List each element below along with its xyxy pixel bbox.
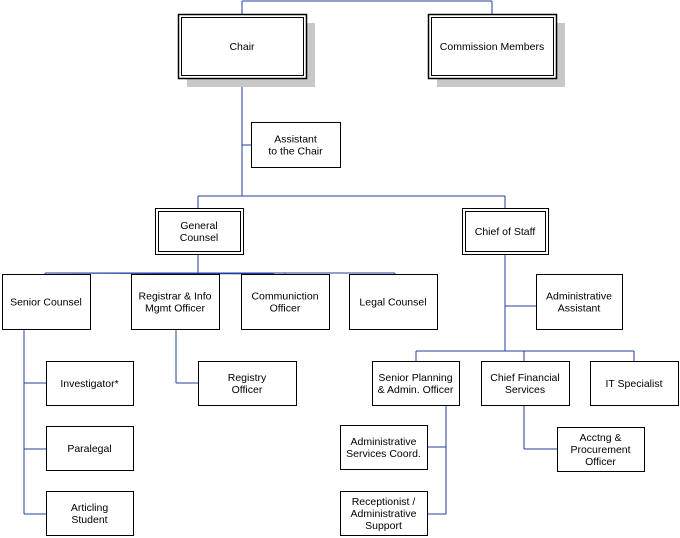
org-box-it: IT Specialist <box>590 361 679 406</box>
box-frame <box>241 274 330 330</box>
box-frame <box>536 274 623 330</box>
org-box-commission: Commission Members <box>427 13 565 87</box>
box-label: Procurement <box>570 444 630 456</box>
box-label: General <box>180 220 217 232</box>
box-frame <box>131 274 220 330</box>
box-label: Administrative <box>351 508 417 520</box>
org-box-chief-of-staff: Chief of Staff <box>462 208 549 255</box>
box-label: Commission Members <box>440 41 544 53</box>
box-label: Services <box>505 384 545 396</box>
box-label: Communiction <box>251 291 318 303</box>
box-frame <box>427 13 558 80</box>
box-label: Administrative <box>546 291 612 303</box>
box-frame <box>46 361 134 406</box>
box-label: Articling <box>71 502 109 514</box>
org-box-investigator: Investigator* <box>46 361 134 406</box>
box-label: & Admin. Officer <box>378 384 454 396</box>
box-label: Investigator* <box>60 378 118 390</box>
box-label: Legal Counsel <box>359 297 426 309</box>
org-box-legal-counsel: Legal Counsel <box>349 274 438 330</box>
box-frame <box>462 208 549 255</box>
box-label: Officer <box>585 456 616 468</box>
box-label: Paralegal <box>67 443 111 455</box>
box-label: Officer <box>270 303 301 315</box>
org-box-senior-planning: Senior Planning& Admin. Officer <box>372 361 460 406</box>
box-label: Registry <box>228 372 267 384</box>
box-inner-frame <box>181 17 304 76</box>
box-frame <box>372 361 460 406</box>
box-label: Administrative <box>351 436 417 448</box>
box-label: Counsel <box>180 232 219 244</box>
connector-lines <box>23 0 635 515</box>
box-frame <box>46 426 134 471</box>
box-label: Senior Planning <box>378 372 452 384</box>
box-label: IT Specialist <box>606 378 663 390</box>
box-frame <box>155 208 244 255</box>
box-frame <box>340 491 428 536</box>
box-label: Chief of Staff <box>475 226 536 238</box>
box-frame <box>177 13 308 80</box>
org-box-paralegal: Paralegal <box>46 426 134 471</box>
box-label: to the Chair <box>268 146 323 158</box>
box-frame <box>340 425 428 470</box>
box-inner-frame <box>465 211 546 252</box>
box-label: Acctng & <box>579 432 621 444</box>
box-frame <box>46 491 134 536</box>
box-label: Services Coord. <box>346 448 421 460</box>
box-frame <box>557 427 645 472</box>
box-frame <box>590 361 679 406</box>
box-label: Student <box>71 514 107 526</box>
box-label: Receptionist / <box>352 496 416 508</box>
box-frame <box>198 361 297 406</box>
box-frame <box>481 361 570 406</box>
box-frame <box>349 274 438 330</box>
org-box-chair: Chair <box>177 13 315 87</box>
box-label: Chief Financial <box>490 372 559 384</box>
box-label: Support <box>365 520 402 532</box>
org-box-senior-counsel: Senior Counsel <box>2 274 91 330</box>
box-inner-frame <box>431 17 554 76</box>
box-label: Chair <box>229 41 255 53</box>
box-label: Registrar & Info <box>139 291 212 303</box>
box-label: Mgmt Officer <box>145 303 205 315</box>
box-label: Assistant <box>558 303 601 315</box>
connector-line <box>44 272 275 275</box>
box-label: Assistant <box>274 134 317 146</box>
box-label: Officer <box>232 384 263 396</box>
box-frame <box>251 122 341 168</box>
box-inner-frame <box>158 211 241 252</box>
box-label: Senior Counsel <box>10 297 82 309</box>
box-frame <box>2 274 91 330</box>
